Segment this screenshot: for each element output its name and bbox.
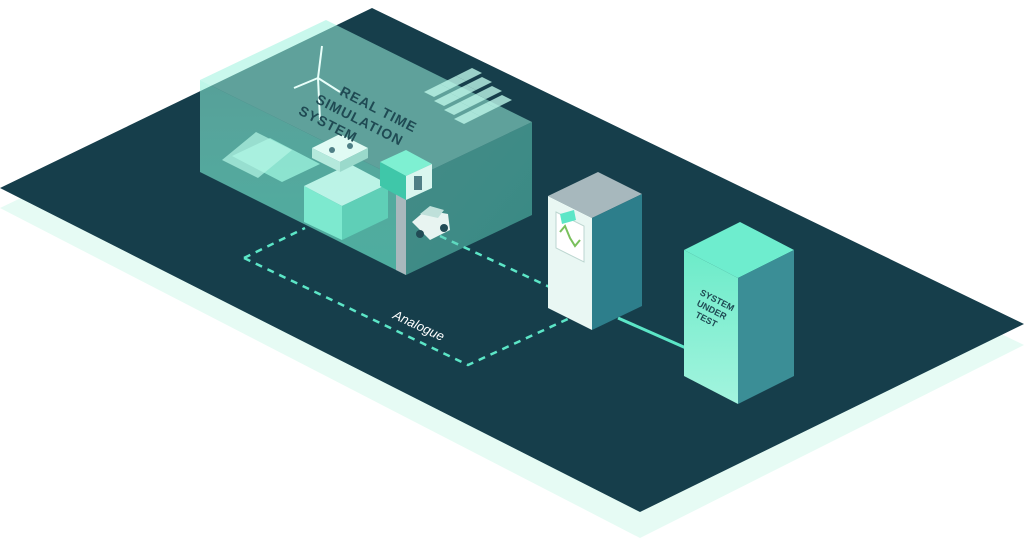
small-house-icon — [380, 150, 432, 200]
solar-panel-icon — [424, 68, 512, 124]
system-under-test-cabinet: SYSTEM UNDER TEST — [684, 222, 794, 404]
amplifier-to-sut-link — [617, 316, 687, 350]
real-time-simulation-system-box: REAL TIME SIMULATION SYSTEM — [200, 20, 532, 275]
analogue-dashed-link-upper — [243, 226, 306, 260]
sut-front — [684, 250, 738, 404]
house-icon — [304, 164, 388, 206]
rtss-right-face — [406, 122, 532, 275]
electric-car-icon — [412, 206, 450, 240]
amplifier-side — [592, 194, 642, 330]
sut-top — [684, 222, 794, 278]
floor-platform — [0, 8, 1024, 512]
house-front — [304, 186, 342, 240]
amplifier-tab — [560, 210, 576, 224]
house-side — [342, 184, 388, 240]
sut-side — [738, 250, 794, 404]
analogue-dashed-link — [243, 256, 571, 367]
rtss-to-amplifier-dashed-link — [439, 234, 557, 292]
sine-wave-icon — [559, 224, 581, 248]
rtss-top-face — [200, 20, 532, 182]
factory-roof — [222, 132, 292, 178]
amplifier-cabinet — [548, 172, 642, 330]
amplifier-top — [548, 172, 642, 218]
wind-turbine-icon — [293, 45, 341, 121]
rtss-corner-pillar — [396, 178, 406, 275]
power-plug-icon — [312, 134, 368, 172]
